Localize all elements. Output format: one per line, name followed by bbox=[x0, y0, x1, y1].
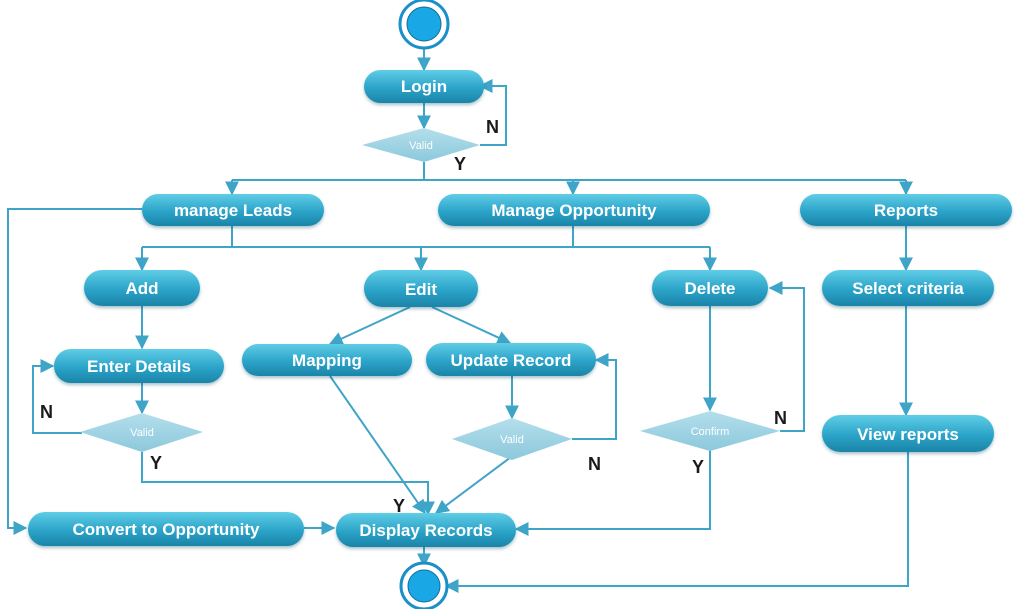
node-reports-label: Reports bbox=[874, 201, 938, 220]
label-update-no: N bbox=[588, 454, 601, 474]
node-select-criteria-label: Select criteria bbox=[852, 279, 964, 298]
node-manage-leads-label: manage Leads bbox=[174, 201, 292, 220]
label-confirm-yes: Y bbox=[692, 457, 704, 477]
edge-confirm-yes bbox=[514, 450, 711, 536]
node-reports[interactable]: Reports bbox=[800, 194, 1012, 226]
node-mapping-label: Mapping bbox=[292, 351, 362, 370]
edge-login-valid-no bbox=[478, 79, 507, 146]
decision-update-valid-label: Valid bbox=[500, 434, 524, 446]
edge-update-no bbox=[572, 353, 617, 440]
node-display-records[interactable]: Display Records bbox=[336, 513, 516, 547]
label-login-yes: Y bbox=[454, 154, 466, 174]
node-login-label: Login bbox=[401, 77, 447, 96]
node-update-record-label: Update Record bbox=[451, 351, 572, 370]
edge-update-yes bbox=[434, 456, 512, 514]
branch-labels: N Y N Y N Y N Y bbox=[40, 117, 787, 516]
node-display-records-label: Display Records bbox=[359, 521, 492, 540]
decision-details-valid[interactable]: Valid bbox=[80, 413, 203, 452]
node-manage-opportunity[interactable]: Manage Opportunity bbox=[438, 194, 710, 226]
decision-delete-confirm[interactable]: Confirm bbox=[640, 411, 780, 451]
end-node bbox=[399, 561, 449, 609]
edge-view-end bbox=[444, 452, 909, 593]
edge-leads-convert bbox=[7, 208, 142, 535]
node-manage-opportunity-label: Manage Opportunity bbox=[491, 201, 657, 220]
label-details-no: N bbox=[40, 402, 53, 422]
edge-mapping-display bbox=[329, 375, 426, 515]
node-enter-details[interactable]: Enter Details bbox=[54, 349, 224, 383]
connectors bbox=[7, 45, 913, 593]
label-confirm-no: N bbox=[774, 408, 787, 428]
node-select-criteria[interactable]: Select criteria bbox=[822, 270, 994, 306]
label-update-yes: Y bbox=[393, 496, 405, 516]
node-delete-label: Delete bbox=[684, 279, 735, 298]
node-view-reports[interactable]: View reports bbox=[822, 415, 994, 452]
node-enter-details-label: Enter Details bbox=[87, 357, 191, 376]
node-view-reports-label: View reports bbox=[857, 425, 959, 444]
decision-details-valid-label: Valid bbox=[130, 427, 154, 439]
edge-confirm-no bbox=[768, 281, 805, 432]
label-login-no: N bbox=[486, 117, 499, 137]
edge-edit-mapping bbox=[328, 306, 411, 346]
node-mapping[interactable]: Mapping bbox=[242, 344, 412, 376]
node-convert-to-opportunity[interactable]: Convert to Opportunity bbox=[28, 512, 304, 546]
node-edit[interactable]: Edit bbox=[364, 270, 478, 307]
edge-details-yes bbox=[141, 452, 435, 516]
edge-details-no bbox=[32, 359, 82, 434]
node-add[interactable]: Add bbox=[84, 270, 200, 306]
edge-edit-update bbox=[431, 306, 512, 345]
decision-login-valid-label: Valid bbox=[409, 140, 433, 152]
node-convert-to-opportunity-label: Convert to Opportunity bbox=[73, 520, 261, 539]
start-node bbox=[398, 0, 450, 50]
decision-delete-confirm-label: Confirm bbox=[691, 426, 730, 438]
node-edit-label: Edit bbox=[405, 280, 437, 299]
node-add-label: Add bbox=[125, 279, 158, 298]
node-manage-leads[interactable]: manage Leads bbox=[142, 194, 324, 226]
node-login[interactable]: Login bbox=[364, 70, 484, 103]
label-details-yes: Y bbox=[150, 453, 162, 473]
node-delete[interactable]: Delete bbox=[652, 270, 768, 306]
decision-update-valid[interactable]: Valid bbox=[452, 418, 572, 460]
decision-login-valid[interactable]: Valid bbox=[362, 128, 480, 162]
node-update-record[interactable]: Update Record bbox=[426, 343, 596, 376]
